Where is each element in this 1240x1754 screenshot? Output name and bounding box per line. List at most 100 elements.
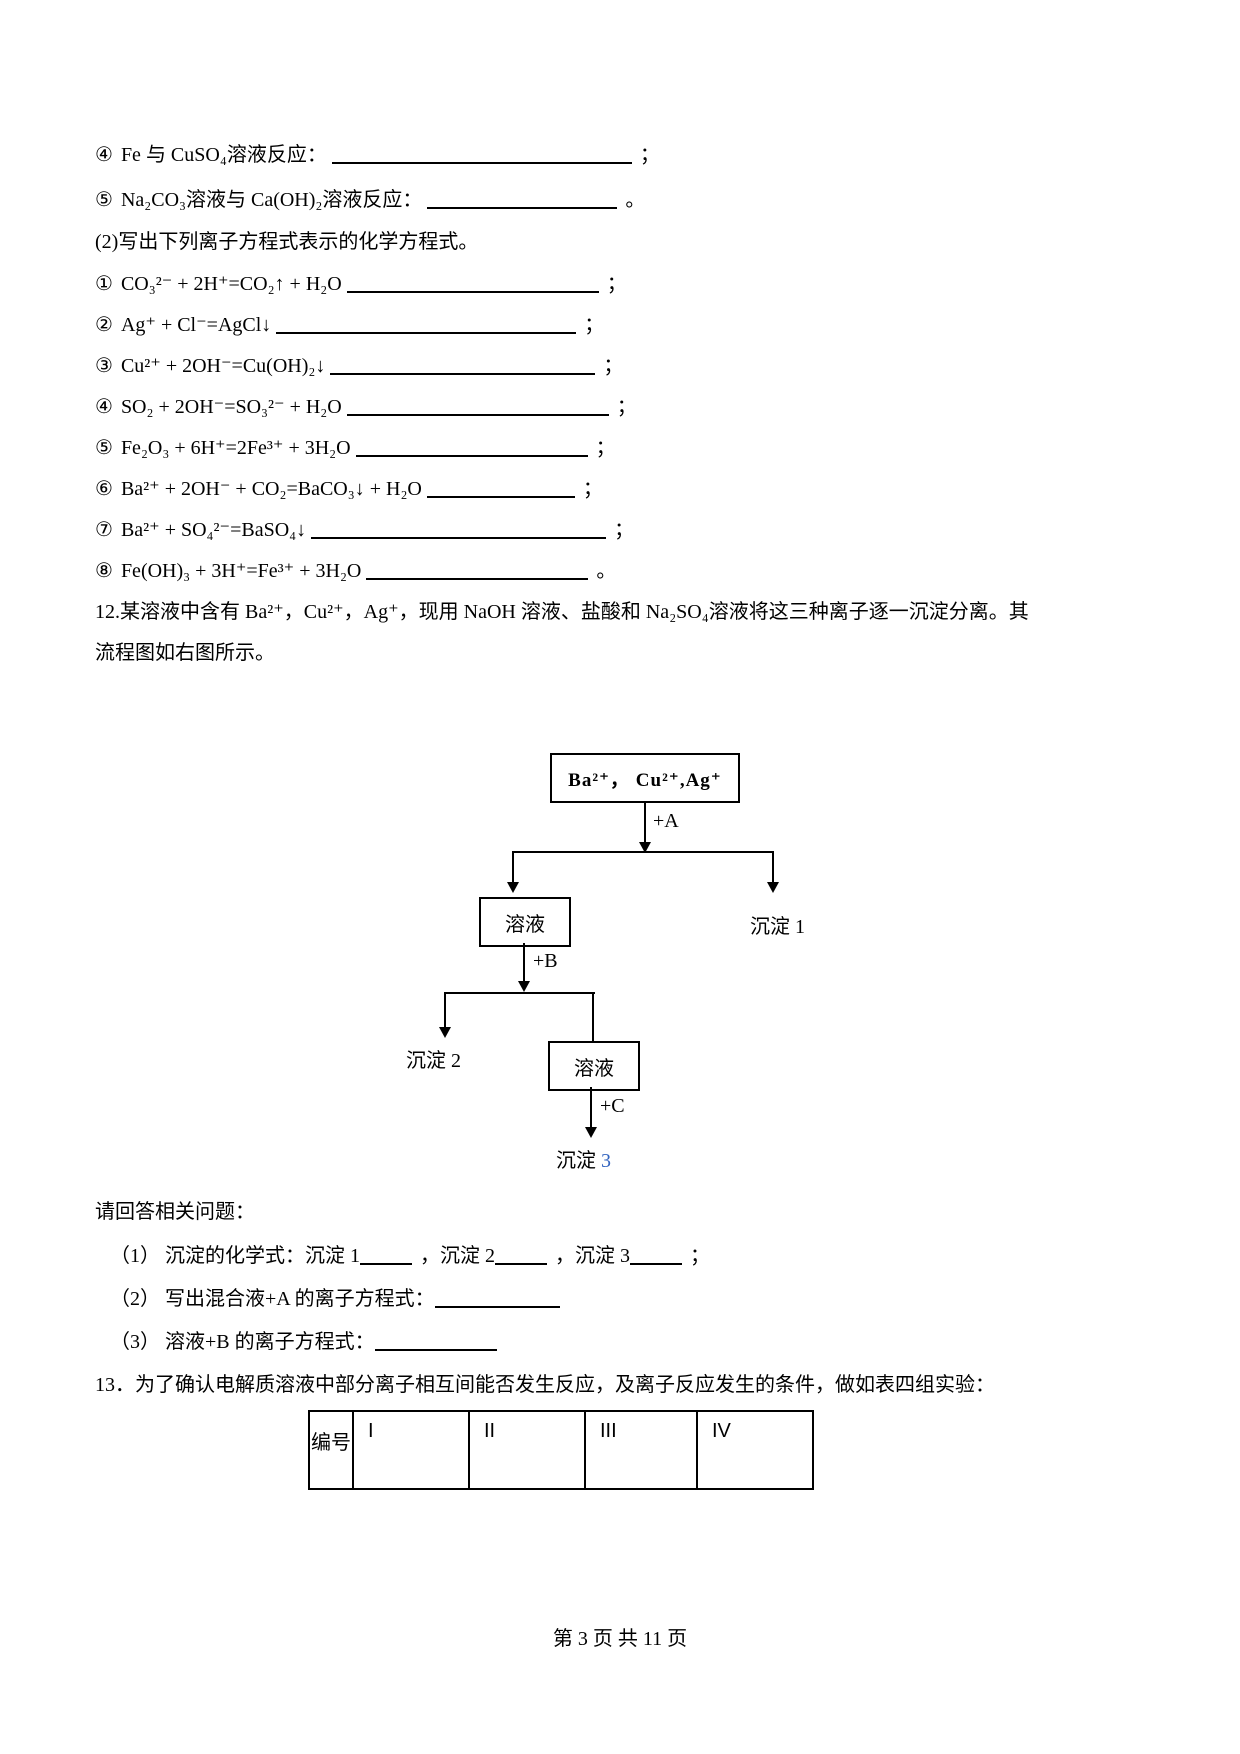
answer-blank — [426, 476, 575, 498]
item-text: Fe 与 CuSO₄溶液反应： — [120, 144, 327, 166]
equation-tail: ； — [614, 519, 635, 541]
arrow-down-icon — [518, 981, 530, 992]
q1-prefix: （1） 沉淀的化学式：沉淀 1 — [110, 1245, 360, 1267]
question-12-text: 12.某溶液中含有 Ba²⁺，Cu²⁺，Ag⁺，现用 NaOH 溶液、盐酸和 N… — [95, 601, 1029, 623]
answer-blank — [311, 517, 607, 539]
q1-mid1: ，沉淀 2 — [420, 1245, 495, 1267]
question-12-text-2: 流程图如右图所示。 — [95, 642, 275, 664]
flow-line — [590, 1087, 592, 1128]
item-number: ⑤ — [95, 189, 113, 211]
item-number: ④ — [95, 144, 113, 166]
equation-tail: ； — [606, 273, 627, 295]
precipitate-1-label: 沉淀 1 — [750, 916, 805, 938]
page-footer: 第 3 页 共 11 页 — [552, 1628, 688, 1650]
answer-blank — [630, 1243, 682, 1265]
reagent-a-label: +A — [653, 810, 679, 832]
answer-prompt: 请回答相关问题： — [95, 1201, 255, 1223]
sub-question-3: （3） 溶液+B 的离子方程式： — [110, 1322, 1170, 1362]
answer-blank — [355, 435, 588, 457]
equation-formula: Ba²⁺ + 2OH⁻ + CO₂=BaCO₃↓ + H₂O — [120, 478, 422, 500]
flow-line — [445, 992, 595, 994]
experiment-table: 编号 I II III IV — [308, 1410, 814, 1490]
equation-line-5: ⑤ Fe₂O₃ + 6H⁺=2Fe³⁺ + 3H₂O ； — [95, 428, 1155, 468]
reagent-b-label: +B — [533, 950, 558, 972]
equation-formula: Fe₂O₃ + 6H⁺=2Fe³⁺ + 3H₂O — [120, 437, 351, 459]
arrow-down-icon — [639, 842, 651, 853]
precipitate-2-label: 沉淀 2 — [406, 1050, 461, 1072]
intro-line-5: ⑤ Na₂CO₃溶液与 Ca(OH)₂溶液反应： 。 — [95, 180, 1155, 220]
equation-formula: Ag⁺ + Cl⁻=AgCl↓ — [120, 314, 272, 336]
table-header-I: I — [352, 1410, 470, 1490]
precipitate-3-number: 3 — [601, 1150, 611, 1172]
table-header-row: 编号 I II III IV — [308, 1410, 814, 1490]
precipitate-3-text: 沉淀 — [556, 1150, 601, 1172]
sub-question-1: （1） 沉淀的化学式：沉淀 1 ，沉淀 2 ，沉淀 3 ； — [110, 1236, 1170, 1276]
equation-number: ④ — [95, 396, 113, 418]
equation-formula: SO₂ + 2OH⁻=SO₃²⁻ + H₂O — [120, 396, 342, 418]
table-header-II: II — [468, 1410, 586, 1490]
equation-tail: 。 — [596, 560, 617, 582]
flowchart-top-box: Ba²⁺， Cu²⁺,Ag⁺ — [550, 753, 740, 803]
equation-formula: Ba²⁺ + SO₄²⁻=BaSO₄↓ — [120, 519, 307, 541]
table-header-number: 编号 — [308, 1410, 354, 1490]
reagent-c-label: +C — [600, 1095, 625, 1117]
equation-number: ⑥ — [95, 478, 113, 500]
precipitate-3-label: 沉淀 3 — [556, 1144, 611, 1173]
intro-line-4: ④ Fe 与 CuSO₄溶液反应： ； — [95, 135, 1155, 175]
arrow-down-icon — [585, 1127, 597, 1138]
answer-blank — [330, 353, 596, 375]
equation-tail: ； — [603, 355, 624, 377]
equation-number: ① — [95, 273, 113, 295]
q1-mid2: ，沉淀 3 — [555, 1245, 630, 1267]
equation-number: ② — [95, 314, 113, 336]
flow-line — [644, 801, 646, 843]
equation-tail: ； — [584, 314, 605, 336]
answer-blank — [276, 312, 577, 334]
answer-blank — [427, 187, 618, 209]
answer-blank — [346, 271, 599, 293]
equation-tail: ； — [595, 437, 616, 459]
equation-line-6: ⑥ Ba²⁺ + 2OH⁻ + CO₂=BaCO₃↓ + H₂O ； — [95, 469, 1155, 509]
q1-tail: ； — [690, 1245, 710, 1267]
flow-line — [772, 851, 774, 883]
item-text: Na₂CO₃溶液与 Ca(OH)₂溶液反应： — [120, 189, 423, 211]
flow-line — [512, 851, 514, 883]
answer-blank — [331, 142, 632, 164]
table-header-IV: IV — [696, 1410, 814, 1490]
question-13-text: 13．为了确认电解质溶液中部分离子相互间能否发生反应，及离子反应发生的条件，做如… — [95, 1374, 995, 1396]
equation-number: ③ — [95, 355, 113, 377]
part2-heading: (2)写出下列离子方程式表示的化学方程式。 — [95, 231, 479, 253]
answer-blank — [434, 1286, 560, 1308]
equation-line-8: ⑧ Fe(OH)₃ + 3H⁺=Fe³⁺ + 3H₂O 。 — [95, 551, 1155, 591]
flow-line — [523, 943, 525, 982]
equation-formula: Fe(OH)₃ + 3H⁺=Fe³⁺ + 3H₂O — [120, 560, 362, 582]
flow-line — [592, 992, 594, 1041]
answer-blank — [374, 1329, 497, 1351]
arrow-down-icon — [439, 1027, 451, 1038]
equation-line-2: ② Ag⁺ + Cl⁻=AgCl↓ ； — [95, 305, 1155, 345]
item-tail: ； — [639, 144, 660, 166]
q3-text: （3） 溶液+B 的离子方程式： — [110, 1331, 375, 1353]
q2-text: （2） 写出混合液+A 的离子方程式： — [110, 1288, 435, 1310]
item-tail: 。 — [625, 189, 646, 211]
arrow-down-icon — [507, 882, 519, 893]
answer-blank — [346, 394, 609, 416]
equation-formula: CO₃²⁻ + 2H⁺=CO₂↑ + H₂O — [120, 273, 342, 295]
equation-tail: ； — [616, 396, 637, 418]
table-header-III: III — [584, 1410, 698, 1490]
equation-line-1: ① CO₃²⁻ + 2H⁺=CO₂↑ + H₂O ； — [95, 264, 1155, 304]
flowchart-solution-box-2: 溶液 — [548, 1041, 640, 1091]
flow-line — [513, 851, 774, 853]
equation-line-4: ④ SO₂ + 2OH⁻=SO₃²⁻ + H₂O ； — [95, 387, 1155, 427]
arrow-down-icon — [767, 882, 779, 893]
equation-number: ⑤ — [95, 437, 113, 459]
sub-question-2: （2） 写出混合液+A 的离子方程式： — [110, 1279, 1170, 1319]
flowchart-solution-box-1: 溶液 — [479, 897, 571, 947]
answer-blank — [366, 558, 589, 580]
equation-tail: ； — [582, 478, 603, 500]
flow-line — [444, 992, 446, 1028]
equation-number: ⑧ — [95, 560, 113, 582]
answer-blank — [495, 1243, 547, 1265]
